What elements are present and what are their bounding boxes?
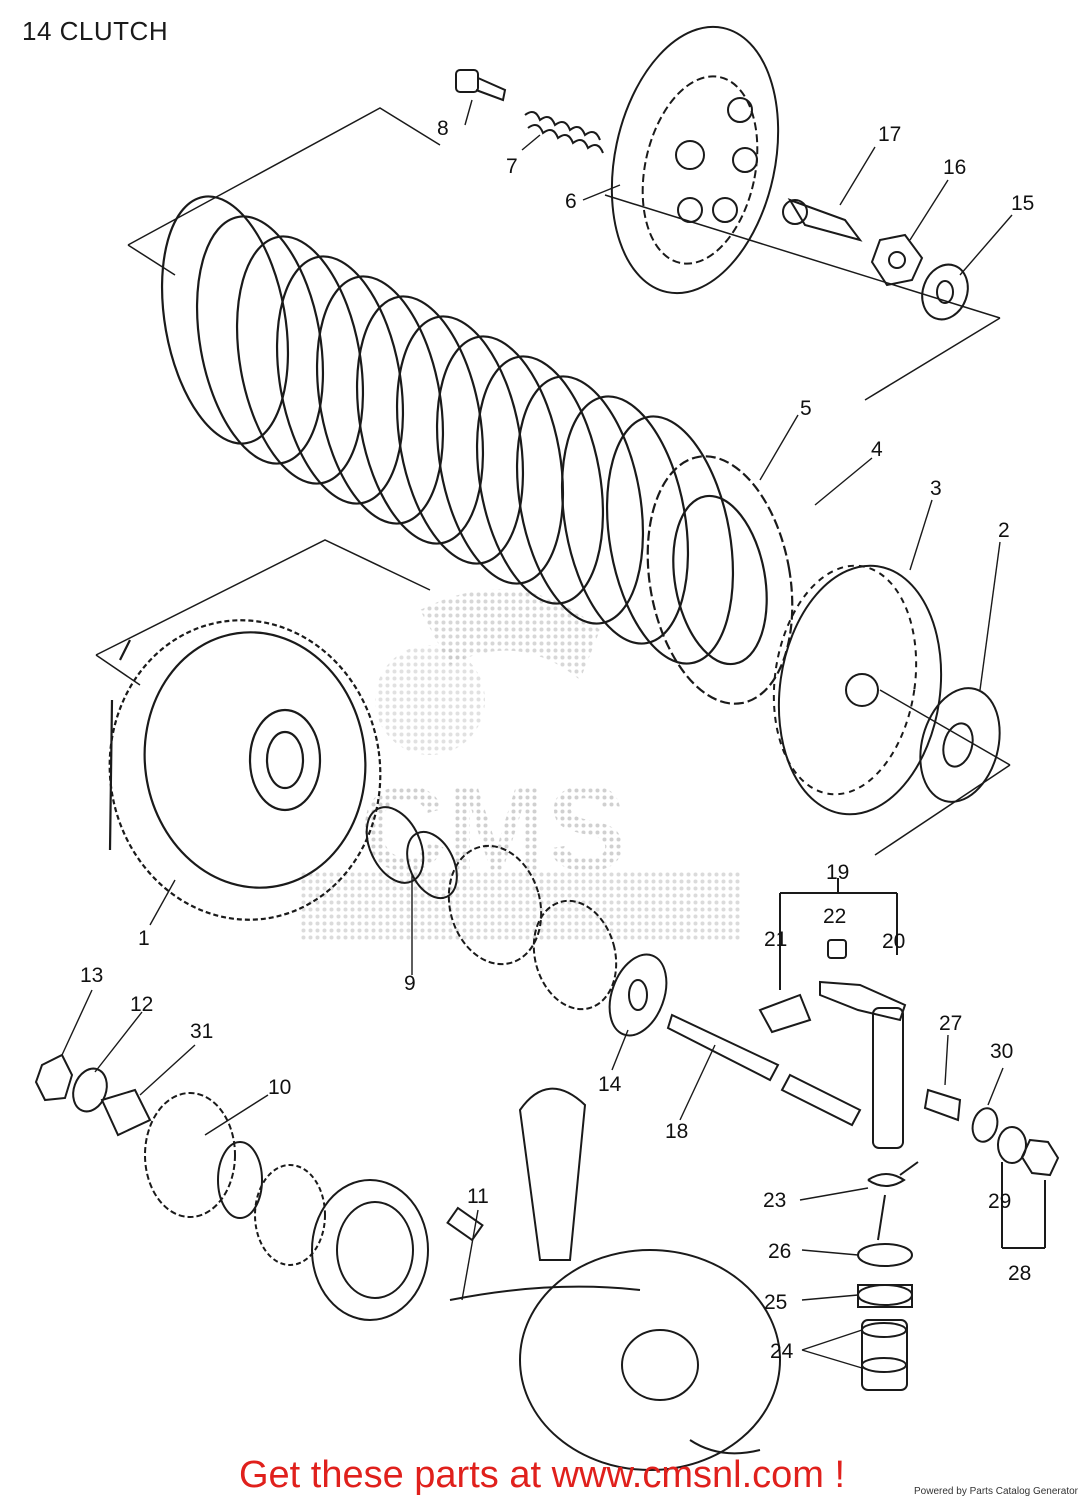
callout-22: 22 [823, 905, 847, 928]
callout-2: 2 [998, 519, 1010, 542]
adjuster-nut-set [997, 1126, 1060, 1249]
bearing-upper [857, 1284, 913, 1308]
callout-16: 16 [943, 156, 967, 179]
callout-21: 21 [764, 928, 788, 951]
callout-15: 15 [1011, 192, 1035, 215]
clutch-bolt [455, 69, 507, 102]
clutch-boss [772, 564, 943, 816]
adjuster-bolt [923, 1088, 962, 1122]
clutch-plates-stack [160, 195, 794, 705]
callout-24: 24 [770, 1340, 794, 1363]
adjuster-washer [971, 1107, 999, 1143]
callout-11: 11 [467, 1185, 489, 1208]
callout-23: 23 [763, 1189, 787, 1212]
callout-19: 19 [826, 861, 850, 884]
callout-1: 1 [138, 927, 150, 950]
return-spring [867, 1161, 919, 1241]
callout-31: 31 [190, 1020, 214, 1043]
clutch-spring [524, 110, 604, 154]
crankshaft [449, 1087, 781, 1471]
callout-13: 13 [80, 964, 104, 987]
clutch-housing [108, 619, 382, 921]
crank-bearing [311, 1179, 429, 1321]
generator-credit: Powered by Parts Catalog Generator [914, 1486, 1078, 1497]
pressure-plate [610, 25, 780, 295]
callout-17: 17 [878, 123, 902, 146]
callout-8: 8 [437, 117, 449, 140]
callout-29: 29 [988, 1190, 1012, 1213]
callout-30: 30 [990, 1040, 1014, 1063]
callout-28: 28 [1008, 1262, 1032, 1285]
get-parts-banner[interactable]: Get these parts at www.cmsnl.com ! [238, 1454, 846, 1496]
push-lever-shaft [666, 1013, 862, 1127]
callout-9: 9 [404, 972, 416, 995]
callout-7: 7 [506, 155, 518, 178]
primary-drive-gear-group [34, 1053, 326, 1266]
callout-10: 10 [268, 1076, 292, 1099]
push-rod [782, 198, 863, 242]
page-title: 14 CLUTCH [22, 16, 169, 46]
shaft-washer [608, 953, 668, 1037]
callout-20: 20 [882, 930, 906, 953]
lock-nut [870, 233, 924, 287]
callout-27: 27 [939, 1012, 963, 1035]
callout-14: 14 [598, 1073, 622, 1096]
callout-12: 12 [130, 993, 154, 1016]
callout-3: 3 [930, 477, 942, 500]
leader-lines [61, 99, 1013, 1369]
oil-seal [857, 1243, 913, 1267]
needle-bearings [861, 1319, 908, 1391]
lower-housing-frame [95, 539, 1011, 856]
woodruff-key [446, 1206, 484, 1242]
thrust-washer [919, 687, 1001, 803]
upper-plate-frame [127, 107, 1001, 401]
callout-25: 25 [764, 1291, 788, 1314]
callout-18: 18 [665, 1120, 689, 1143]
callout-26: 26 [768, 1240, 792, 1263]
callout-4: 4 [871, 438, 883, 461]
center-gears [447, 844, 618, 1011]
push-lever-assembly [758, 878, 907, 1149]
callout-5: 5 [800, 397, 812, 420]
lock-washer [921, 263, 969, 321]
callout-6: 6 [565, 190, 577, 213]
